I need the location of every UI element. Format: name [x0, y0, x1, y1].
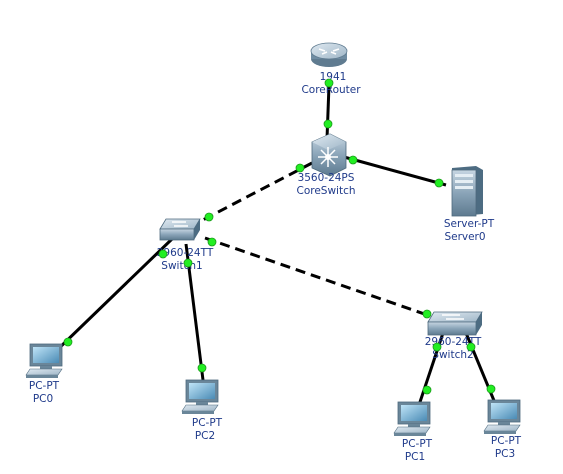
switch-icon — [427, 311, 483, 336]
link-light — [207, 237, 217, 247]
pc-icon — [393, 401, 431, 436]
pc-icon — [25, 343, 63, 378]
link-light — [434, 178, 444, 188]
device-model-label: 3560-24PS — [298, 172, 355, 184]
pc-icon — [483, 399, 521, 434]
link-light — [432, 342, 442, 352]
device-name-label: CoreSwitch — [296, 185, 355, 197]
link-lights-layer — [63, 78, 496, 395]
cable-switch1-switch2[interactable] — [204, 236, 437, 320]
device-name-label: PC1 — [405, 451, 425, 463]
device-name-label: CoreRouter — [301, 84, 361, 96]
device-model-label: PC-PT — [491, 435, 522, 447]
cable-switch1-pc0[interactable] — [52, 237, 174, 355]
cable-layer — [52, 84, 497, 406]
link-light — [348, 155, 358, 165]
cable-coreswitch-server0[interactable] — [343, 155, 447, 187]
device-model-label: Server-PT — [444, 218, 495, 230]
device-switch1[interactable]: 2960-24TT Switch1 — [157, 218, 214, 272]
device-name-label: Switch2 — [432, 349, 473, 361]
multilayer-switch-icon — [311, 133, 347, 177]
device-model-label: 2960-24TT — [157, 247, 214, 259]
device-switch2[interactable]: 2960-24TT Switch2 — [425, 311, 483, 361]
link-light — [183, 258, 193, 268]
router-icon — [310, 42, 348, 67]
device-pc0[interactable]: PC-PT PC0 — [25, 343, 63, 405]
device-name-label: PC3 — [495, 448, 515, 460]
link-light — [422, 309, 432, 319]
link-light — [158, 249, 168, 259]
link-light — [486, 384, 496, 394]
cable-coreswitch-switch1[interactable] — [196, 161, 313, 225]
device-layer: 1941 CoreRouter 3560-24PS CoreSwitch — [25, 42, 522, 463]
device-name-label: Server0 — [444, 231, 485, 243]
device-server0[interactable]: Server-PT Server0 — [444, 166, 495, 243]
device-name-label: PC0 — [33, 393, 53, 405]
link-light — [323, 119, 333, 129]
device-coreswitch[interactable]: 3560-24PS CoreSwitch — [296, 133, 356, 197]
link-light — [295, 163, 305, 173]
device-model-label: PC-PT — [192, 417, 223, 429]
device-pc3[interactable]: PC-PT PC3 — [483, 399, 522, 460]
pc-icon — [181, 379, 219, 414]
link-light — [422, 385, 432, 395]
device-pc1[interactable]: PC-PT PC1 — [393, 401, 433, 463]
link-light — [324, 78, 334, 88]
device-model-label: PC-PT — [402, 438, 433, 450]
link-light — [63, 337, 73, 347]
link-light — [197, 363, 207, 373]
device-pc2[interactable]: PC-PT PC2 — [181, 379, 223, 442]
device-model-label: PC-PT — [29, 380, 60, 392]
device-name-label: PC2 — [195, 430, 215, 442]
server-icon — [451, 166, 483, 217]
device-name-label: Switch1 — [161, 260, 202, 272]
link-light — [466, 342, 476, 352]
device-corerouter[interactable]: 1941 CoreRouter — [301, 42, 361, 96]
switch-icon — [159, 218, 201, 241]
cable-router-coreswitch[interactable] — [325, 84, 331, 140]
link-light — [204, 212, 214, 222]
